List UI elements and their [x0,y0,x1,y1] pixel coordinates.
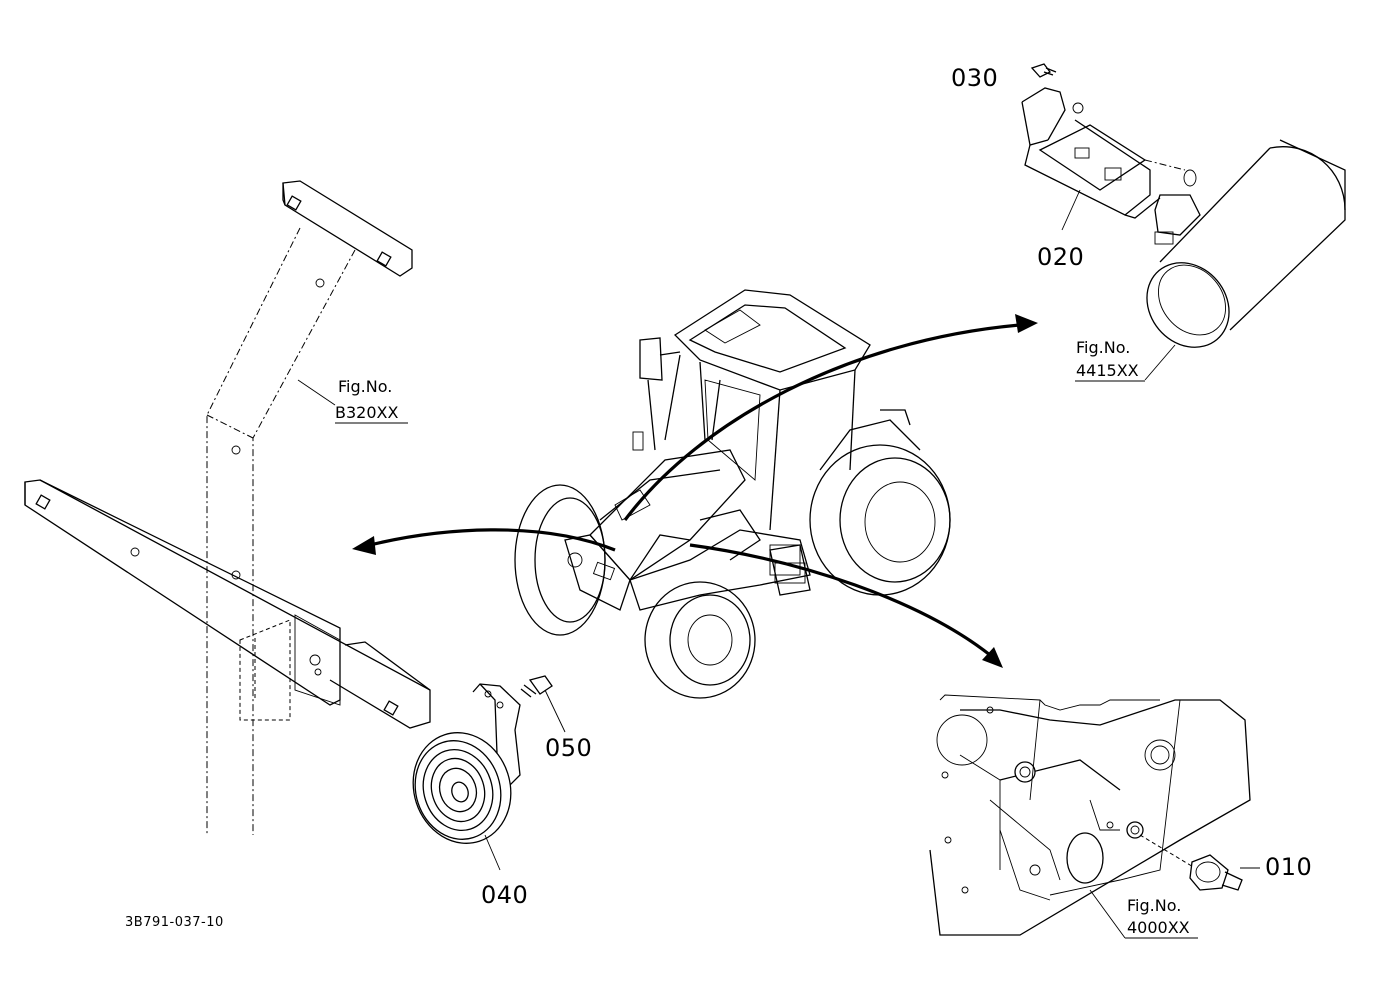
figure-ref-number: 4415XX [1076,361,1139,380]
part-number-010[interactable]: 010 [1265,853,1312,881]
figure-ref-number: 4000XX [1127,918,1190,937]
figure-ref-label: Fig.No. [338,377,392,396]
figure-ref-label: Fig.No. [1127,896,1181,915]
part-number-030[interactable]: 030 [951,64,998,92]
part-number-050[interactable]: 050 [545,734,592,762]
pressure-switch-part-010[interactable] [1139,834,1260,891]
figure-ref-label: Fig.No. [1076,338,1130,357]
part-number-020[interactable]: 020 [1037,243,1084,271]
horn-part-040[interactable] [399,683,525,871]
callout-arrows [352,314,1038,668]
air-cleaner-assembly [1144,139,1346,348]
figure-ref-number: B320XX [335,403,398,422]
figure-ref-4000xx[interactable]: Fig.No. 4000XX [1089,889,1198,939]
bolt-part-030[interactable] [1030,63,1057,78]
drawing-number: 3B791-037-10 [125,915,224,930]
figure-ref-b320xx[interactable]: Fig.No. B320XX [297,377,408,424]
engine-block-assembly [929,694,1251,936]
figure-ref-4415xx[interactable]: Fig.No. 4415XX [1075,338,1176,382]
part-number-040[interactable]: 040 [481,881,528,909]
sensor-part-020[interactable] [1021,87,1161,231]
bolt-part-050[interactable] [520,675,566,733]
frame-bracket-assembly [24,180,431,835]
